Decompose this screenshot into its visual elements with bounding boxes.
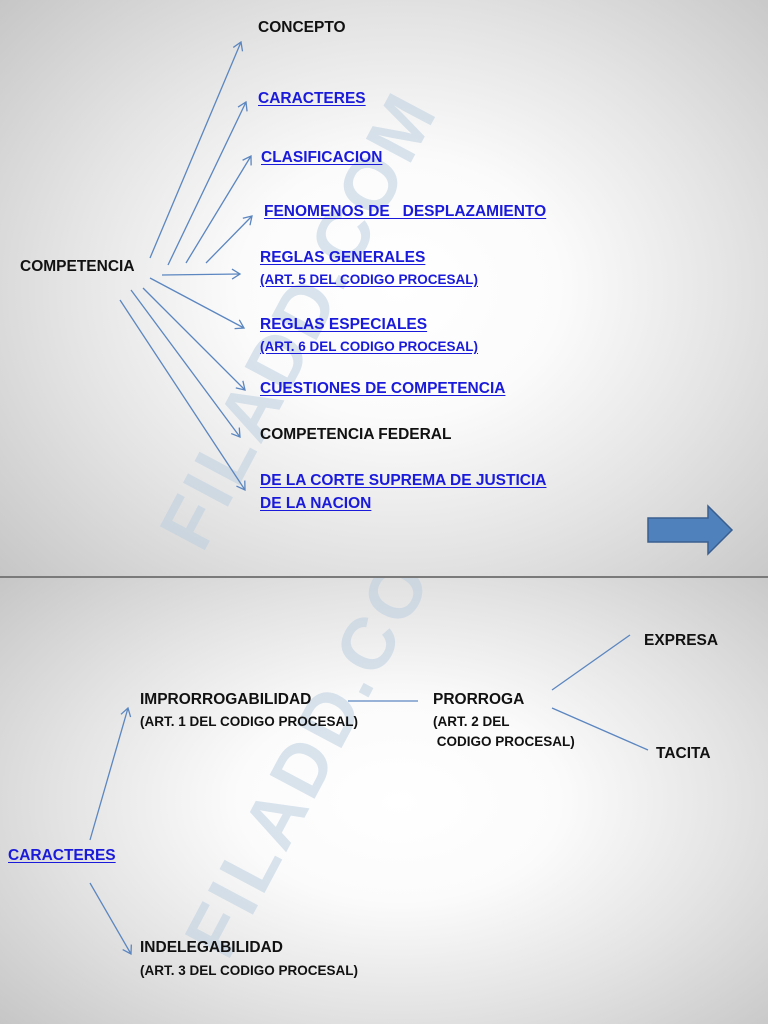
root-competencia: COMPETENCIA	[20, 258, 135, 275]
link-reglas-generales-sub[interactable]: (ART. 5 DEL CODIGO PROCESAL)	[260, 272, 479, 287]
link-cuestiones-competencia[interactable]: CUESTIONES DE COMPETENCIA	[260, 380, 506, 397]
arrow-corte-suprema	[119, 299, 246, 492]
item-prorroga-sub2: CODIGO PROCESAL)	[433, 734, 575, 749]
arrow-concepto	[149, 40, 244, 259]
item-prorroga-sub1: (ART. 2 DEL	[433, 714, 510, 729]
line-to-tacita	[551, 707, 649, 751]
link-fenomenos-desplazamiento[interactable]: FENOMENOS DE DESPLAZAMIENTO	[264, 203, 547, 220]
link-clasificacion[interactable]: CLASIFICACION	[261, 149, 383, 166]
link-reglas-especiales[interactable]: REGLAS ESPECIALES	[260, 316, 428, 333]
arrow-indelegabilidad	[89, 882, 132, 956]
diagram-arrows	[119, 40, 734, 556]
item-concepto: CONCEPTO	[258, 19, 346, 36]
item-competencia-federal: COMPETENCIA FEDERAL	[260, 426, 452, 443]
item-improrrogabilidad: IMPRORROGABILIDAD	[140, 691, 312, 708]
item-indelegabilidad-sub: (ART. 3 DEL CODIGO PROCESAL)	[140, 963, 359, 978]
arrow-fenomenos	[205, 215, 253, 264]
arrow-reglas-generales	[161, 268, 242, 280]
arrow-reglas-especiales	[149, 277, 246, 330]
item-expresa: EXPRESA	[644, 632, 719, 649]
arrow-caracteres	[167, 100, 248, 266]
link-reglas-generales[interactable]: REGLAS GENERALES	[260, 249, 426, 266]
item-tacita: TACITA	[656, 745, 711, 762]
link-corte-suprema-sub[interactable]: DE LA NACION	[260, 495, 372, 512]
link-caracteres-root[interactable]: CARACTERES	[8, 847, 116, 864]
link-caracteres[interactable]: CARACTERES	[258, 90, 366, 107]
item-indelegabilidad: INDELEGABILIDAD	[140, 939, 283, 956]
slide-caracteres: FILADD.COM CARACTERES IMPRORROGABILIDAD …	[0, 578, 768, 1024]
arrow-clasificacion	[185, 154, 252, 264]
arrow-improrrogabilidad	[89, 706, 132, 841]
arrow-competencia-federal	[130, 289, 241, 438]
item-improrrogabilidad-sub: (ART. 1 DEL CODIGO PROCESAL)	[140, 714, 359, 729]
arrow-cuestiones	[142, 287, 246, 391]
link-reglas-especiales-sub[interactable]: (ART. 6 DEL CODIGO PROCESAL)	[260, 339, 479, 354]
item-prorroga: PRORROGA	[433, 691, 525, 708]
diagram-lines	[89, 634, 649, 956]
line-to-expresa	[551, 634, 631, 691]
right-arrow-icon	[647, 504, 734, 556]
link-corte-suprema[interactable]: DE LA CORTE SUPREMA DE JUSTICIA	[260, 472, 547, 489]
slide-competencia: FILADD.COM COMPETENCIA CONCEPTO CARACTER…	[0, 0, 768, 576]
